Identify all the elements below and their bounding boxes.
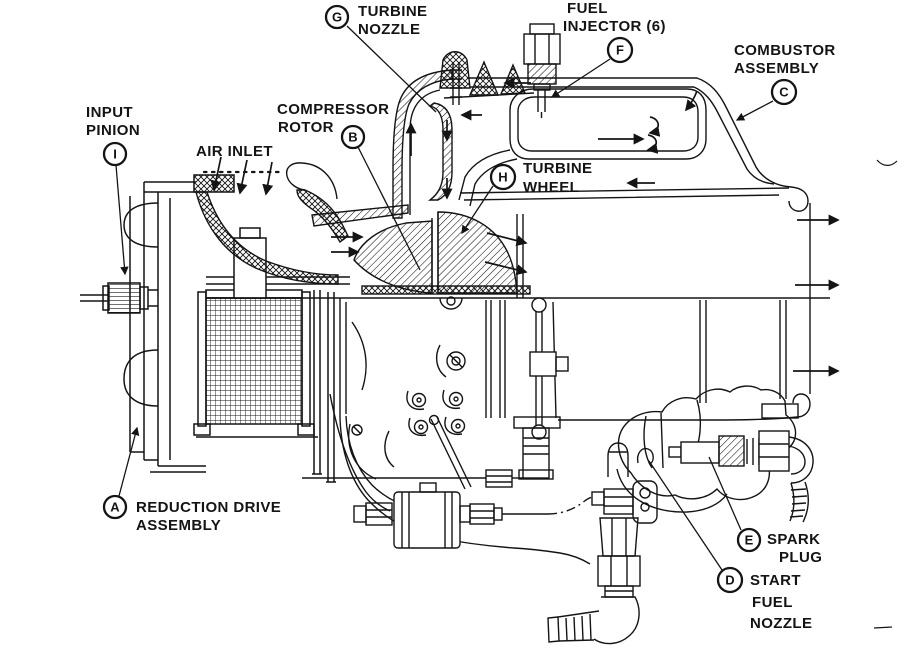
leader-line <box>346 25 437 113</box>
callout-text: PINION <box>86 122 140 139</box>
callout-text: ROTOR <box>278 119 334 136</box>
callout-text: WHEEL <box>523 179 579 196</box>
callout-turbine-wheel: H TURBINE WHEEL <box>461 160 592 235</box>
callout-text: ASSEMBLY <box>136 517 221 534</box>
callout-text: PLUG <box>779 549 822 566</box>
callout-letter: G <box>332 10 342 25</box>
callout-text: NOZZLE <box>750 615 812 632</box>
input-pinion-gear <box>80 282 158 314</box>
inlet-lip-curl <box>285 162 338 200</box>
callout-letter: B <box>348 130 357 145</box>
callout-text: START <box>750 572 801 589</box>
fuel-plumbing <box>302 393 605 549</box>
compressor-shroud <box>311 204 409 227</box>
leader-line <box>118 426 140 497</box>
callout-circle-I <box>102 141 128 167</box>
turbine-wheel-section <box>437 211 524 298</box>
callout-text: REDUCTION DRIVE <box>136 499 281 516</box>
callout-text: FUEL <box>752 594 793 611</box>
callout-text: INPUT <box>86 104 133 121</box>
callout-spark-plug: E SPARK PLUG <box>708 456 822 566</box>
sensor-tube <box>529 297 569 440</box>
leader-line <box>550 58 611 98</box>
callout-text: COMBUSTOR <box>734 42 836 59</box>
callout-air-inlet: AIR INLET <box>196 143 284 174</box>
callout-text: FUEL <box>567 0 608 17</box>
callout-input-pinion: I INPUT PINION <box>86 104 140 276</box>
flow-arrows <box>210 77 840 377</box>
callout-letter: D <box>725 573 734 588</box>
callout-letter: H <box>498 170 507 185</box>
exhaust-duct <box>206 203 830 421</box>
drain-elbow <box>547 517 641 645</box>
callout-start-fuel-nozzle: D START FUEL NOZZLE <box>648 460 812 632</box>
fuel-line-sweep <box>329 393 391 512</box>
start-fuel-nozzle-boss <box>636 447 654 465</box>
callout-fuel-injector: F FUEL INJECTOR (6) <box>550 0 666 98</box>
callout-circle-B <box>340 124 366 150</box>
callout-text: NOZZLE <box>358 21 420 38</box>
callout-letter: F <box>616 43 624 58</box>
callout-text: COMPRESSOR <box>277 101 389 118</box>
callout-letter: C <box>779 85 789 100</box>
callout-turbine-nozzle: G TURBINE NOZZLE <box>324 3 437 113</box>
callout-combustor-assembly: C COMBUSTOR ASSEMBLY <box>734 42 836 121</box>
accessory-housing <box>339 296 591 565</box>
callout-letter: E <box>745 533 754 548</box>
callout-circle-F <box>606 36 634 64</box>
callout-circle-C <box>770 78 798 106</box>
callout-letter: I <box>113 147 117 162</box>
callout-circle-E <box>736 527 762 553</box>
start-fuel-nozzle-assembly <box>547 385 814 645</box>
leader-line <box>357 146 421 271</box>
compressor-impeller <box>353 220 433 294</box>
callout-text: SPARK <box>767 531 820 548</box>
callout-text: TURBINE <box>358 3 427 20</box>
callout-reduction-drive-assembly: A REDUCTION DRIVE ASSEMBLY <box>102 426 281 534</box>
callout-text: ASSEMBLY <box>734 60 819 77</box>
callout-circle-G <box>324 4 350 30</box>
leader-line <box>115 164 129 276</box>
gear-mesh-cylinder <box>205 297 303 425</box>
callout-circle-H <box>489 163 517 191</box>
callout-compressor-rotor: B COMPRESSOR ROTOR <box>277 101 421 271</box>
fuel-injector <box>523 23 561 118</box>
callout-circle-A <box>102 494 128 520</box>
spark-plug <box>668 430 814 523</box>
turbine-nozzle-ring <box>427 102 453 201</box>
callout-text: TURBINE <box>523 160 592 177</box>
callout-text: AIR INLET <box>196 143 273 160</box>
callout-text: INJECTOR (6) <box>563 18 666 35</box>
combustor-liner <box>509 88 707 160</box>
leader-line <box>461 185 494 235</box>
leader-line <box>648 460 723 571</box>
callout-letter: A <box>110 500 120 515</box>
callout-circle-D <box>716 566 744 594</box>
fuel-control-body <box>393 482 461 549</box>
leader-line <box>735 100 774 121</box>
stray-marks <box>873 159 898 629</box>
reduction-drive-gearbox <box>80 174 350 483</box>
leader-line <box>708 456 742 531</box>
